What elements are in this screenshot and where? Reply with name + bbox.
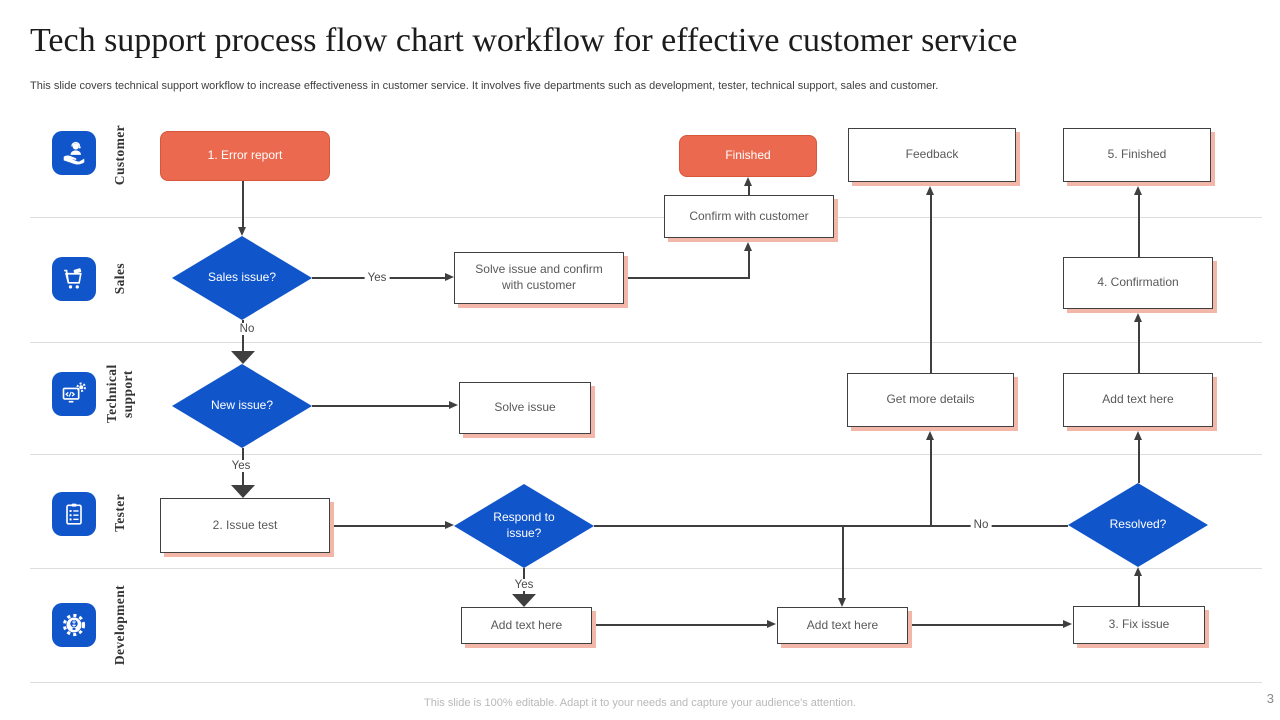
connector: [312, 405, 450, 407]
customer-care-icon: [52, 131, 96, 175]
footer-note: This slide is 100% editable. Adapt it to…: [424, 697, 856, 709]
connector: [1138, 195, 1140, 257]
arrowhead: [1134, 313, 1142, 322]
lane-label-development: Development: [112, 584, 127, 666]
arrowhead: [1063, 620, 1072, 628]
connector: [594, 525, 1068, 527]
edge-label-no: No: [236, 323, 258, 335]
connector: [908, 624, 1064, 626]
page-number: 3: [1266, 691, 1274, 706]
lane-divider: [30, 454, 1262, 455]
connector: [748, 186, 750, 195]
shopping-cart-icon: [52, 257, 96, 301]
page-subtitle: This slide covers technical support work…: [30, 80, 939, 92]
lane-divider: [30, 342, 1262, 343]
node-2-issue-test: 2. Issue test: [160, 498, 330, 553]
arrowhead: [231, 351, 255, 364]
tech-support-icon: [52, 372, 96, 416]
arrowhead: [445, 521, 454, 529]
node-3-fix-issue: 3. Fix issue: [1073, 606, 1205, 644]
connector: [1138, 440, 1140, 483]
edge-label-yes: Yes: [364, 272, 390, 284]
connector: [623, 277, 750, 279]
node-5-finished: 5. Finished: [1063, 128, 1211, 182]
connector: [748, 251, 750, 278]
arrowhead: [926, 431, 934, 440]
node-error-report: 1. Error report: [160, 131, 330, 181]
arrowhead: [926, 186, 934, 195]
node-4-confirmation: 4. Confirmation: [1063, 257, 1213, 309]
arrowhead: [512, 594, 536, 607]
arrowhead: [838, 598, 846, 607]
node-add-text-here-tech: Add text here: [1063, 373, 1213, 427]
node-new-issue-decision: New issue?: [172, 364, 312, 448]
connector: [330, 525, 446, 527]
node-respond-to-issue-decision: Respond to issue?: [454, 484, 594, 568]
connector: [242, 181, 244, 228]
connector: [1138, 576, 1140, 606]
edge-label-no: No: [970, 519, 992, 531]
node-get-more-details: Get more details: [847, 373, 1014, 427]
node-finished: Finished: [679, 135, 817, 177]
arrowhead: [1134, 567, 1142, 576]
arrowhead: [1134, 431, 1142, 440]
arrowhead: [744, 177, 752, 186]
node-solve-issue: Solve issue: [459, 382, 591, 434]
connector: [1138, 322, 1140, 373]
node-confirm-with-customer: Confirm with customer: [664, 195, 834, 238]
node-sales-issue-decision: Sales issue?: [172, 236, 312, 320]
page-title: Tech support process flow chart workflow…: [30, 22, 1018, 59]
arrowhead: [238, 227, 246, 236]
lane-divider: [30, 682, 1262, 683]
node-solve-issue-and-confirm: Solve issue and confirm with customer: [454, 252, 624, 304]
node-resolved-decision: Resolved?: [1068, 483, 1208, 567]
arrowhead: [231, 485, 255, 498]
connector: [842, 525, 844, 599]
node-add-text-here-dev1: Add text here: [461, 607, 592, 644]
connector: [930, 195, 932, 373]
lane-divider: [30, 217, 1262, 218]
arrowhead: [744, 242, 752, 251]
edge-label-yes: Yes: [511, 579, 537, 591]
arrowhead: [445, 273, 454, 281]
checklist-icon: [52, 492, 96, 536]
lane-label-sales: Sales: [112, 263, 127, 295]
node-add-text-here-dev2: Add text here: [777, 607, 908, 644]
lane-label-customer: Customer: [112, 124, 127, 186]
arrowhead: [449, 401, 458, 409]
connector: [242, 320, 244, 352]
node-feedback: Feedback: [848, 128, 1016, 182]
lane-label-tester: Tester: [112, 494, 127, 532]
lane-divider: [30, 568, 1262, 569]
edge-label-yes: Yes: [228, 460, 254, 472]
arrowhead: [1134, 186, 1142, 195]
connector: [930, 440, 932, 525]
lane-label-technical-support: Technical support: [104, 364, 135, 424]
connector: [592, 624, 768, 626]
gear-brain-icon: [52, 603, 96, 647]
arrowhead: [767, 620, 776, 628]
